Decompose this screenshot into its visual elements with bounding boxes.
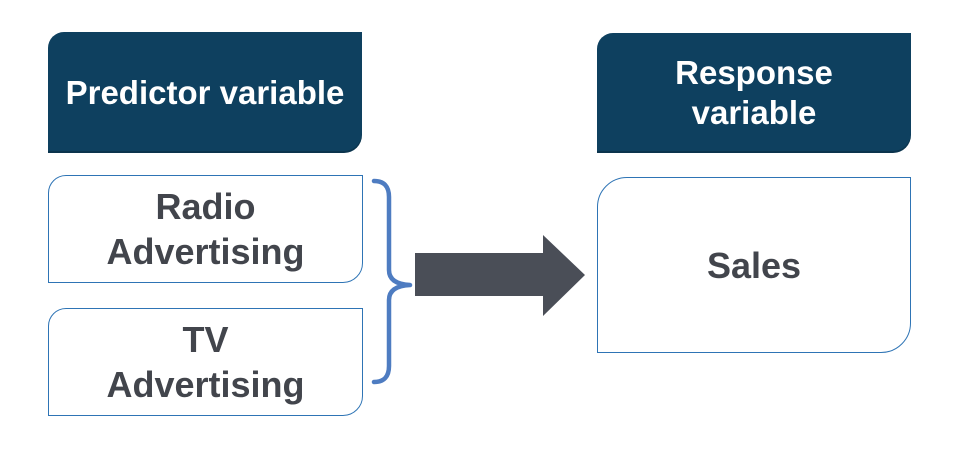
sales-label: Sales	[706, 244, 802, 286]
radio-advertising-label: Radio Advertising	[106, 186, 305, 272]
predictor-variable-header: Predictor variable	[48, 32, 362, 153]
response-header-label: Response variable	[675, 54, 833, 131]
tv-advertising-label: TV Advertising	[106, 319, 305, 405]
arrow-right-icon	[415, 235, 585, 316]
response-variable-header: Response variable	[597, 33, 911, 153]
right-curly-brace-icon	[371, 178, 413, 385]
tv-advertising-box: TV Advertising	[48, 308, 363, 416]
sales-box: Sales	[597, 177, 911, 353]
predictor-header-label: Predictor variable	[65, 73, 345, 111]
radio-advertising-box: Radio Advertising	[48, 175, 363, 283]
